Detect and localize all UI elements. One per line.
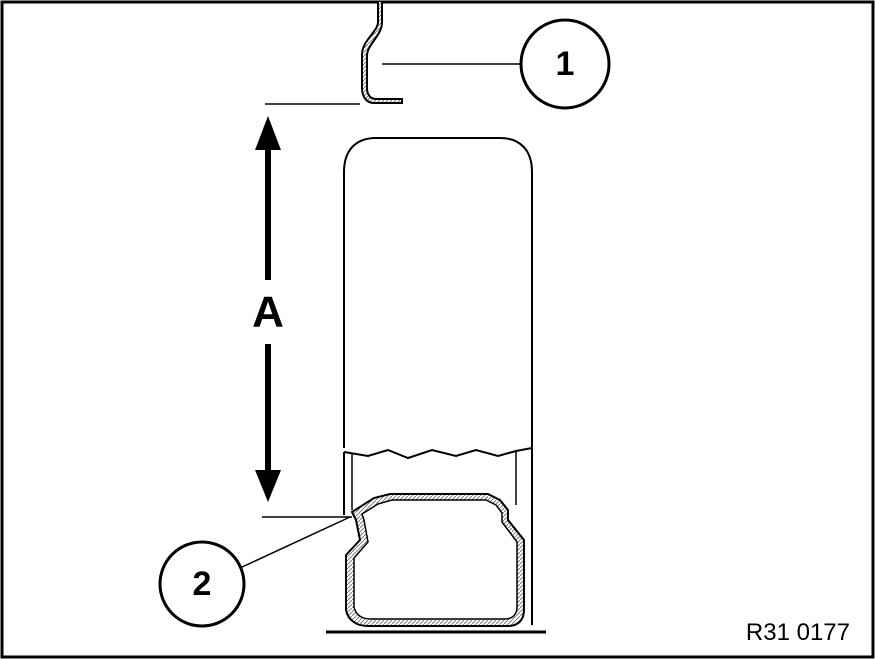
upper-mount-bracket	[361, 2, 403, 104]
callout-2: 2	[158, 540, 246, 628]
callout-2-label: 2	[193, 565, 212, 603]
cylinder-body	[343, 137, 533, 448]
dimension-a: A	[252, 116, 284, 502]
lower-spring-seat-inner	[353, 499, 518, 620]
dimension-label: A	[252, 288, 284, 337]
callout-1-label: 1	[556, 45, 575, 83]
dimension-arrow-top	[255, 116, 281, 150]
callout-2-circle	[158, 540, 246, 628]
callout-1-circle	[519, 18, 611, 110]
dimension-arrow-bottom	[255, 470, 281, 502]
callout-2-leader	[239, 516, 351, 569]
break-line	[343, 447, 533, 460]
callout-1: 1	[519, 18, 611, 110]
reference-code: R31 0177	[746, 619, 850, 646]
